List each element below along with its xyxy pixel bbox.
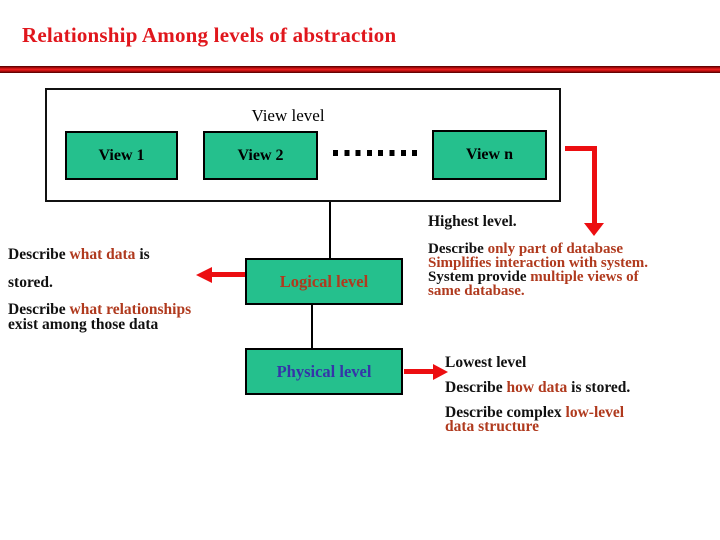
- title-divider-bar: [0, 66, 720, 73]
- view-2-box: View 2: [203, 131, 318, 180]
- ellipsis-dots-icon: [333, 150, 423, 156]
- arrow-head: [196, 266, 212, 283]
- left-note: Describe what data is stored. Describe w…: [8, 246, 258, 346]
- page-title: Relationship Among levels of abstraction: [22, 23, 397, 47]
- arrow-shaft: [404, 369, 433, 374]
- note-line: stored.: [8, 274, 53, 291]
- bottom-note: Lowest level Describe how data is stored…: [445, 354, 715, 449]
- note-heading: Lowest level: [445, 354, 527, 371]
- right-note: Highest level. Describe only part of dat…: [428, 213, 718, 308]
- logical-level-box: Logical level: [245, 258, 403, 305]
- note-line: Describe what relationships: [8, 301, 192, 318]
- note-line: Simplifies interaction with system.: [428, 255, 648, 271]
- arrow-head: [584, 223, 604, 236]
- arrow-shaft: [592, 146, 597, 224]
- physical-level-box: Physical level: [245, 348, 403, 395]
- connector-view-to-logical: [329, 202, 331, 258]
- note-line: System provide multiple views of: [428, 268, 639, 285]
- note-line: Describe what data is: [8, 246, 150, 263]
- arrow-shaft: [565, 146, 597, 151]
- note-line: Describe how data is stored.: [445, 379, 631, 396]
- view-level-label: View level: [251, 106, 325, 125]
- note-line: Describe only part of database: [428, 241, 623, 257]
- note-line: exist among those data: [8, 316, 159, 333]
- connector-logical-to-physical: [311, 305, 313, 348]
- view-n-box: View n: [432, 130, 547, 180]
- view-1-box: View 1: [65, 131, 178, 180]
- arrow-head: [433, 364, 448, 380]
- arrow-shaft: [212, 272, 245, 277]
- note-line: same database.: [428, 282, 525, 299]
- note-line: data structure: [445, 418, 539, 435]
- note-line: Describe complex low-level: [445, 404, 625, 421]
- note-heading: Highest level.: [428, 213, 517, 230]
